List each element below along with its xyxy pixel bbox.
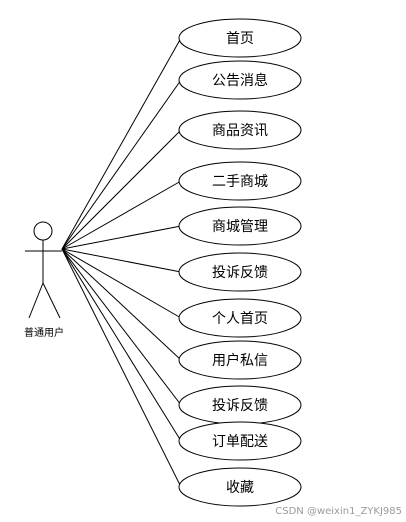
use-case: 首页 <box>178 18 302 58</box>
use-case-label: 收藏 <box>226 480 254 496</box>
use-case-ellipse <box>178 110 302 150</box>
use-case: 个人首页 <box>178 298 302 338</box>
use-case-ellipse <box>178 421 302 461</box>
actor-head <box>33 221 53 241</box>
use-case-label: 投诉反馈 <box>212 398 268 414</box>
association-line <box>61 129 182 250</box>
use-case-label: 公告消息 <box>212 72 268 89</box>
use-case-ellipse <box>178 60 302 100</box>
use-case-label: 商城管理 <box>212 219 268 235</box>
use-case: 商城管理 <box>178 206 302 246</box>
association-line <box>61 180 182 250</box>
use-case: 收藏 <box>178 467 302 507</box>
use-case-label: 个人首页 <box>212 311 268 327</box>
use-case-ellipse <box>178 467 302 507</box>
association-lines <box>61 37 182 488</box>
association-line <box>61 248 182 319</box>
actor-right-leg <box>42 282 61 319</box>
association-line <box>61 225 182 250</box>
association-line <box>61 248 182 361</box>
association-line <box>61 248 182 273</box>
use-case: 用户私信 <box>178 340 302 380</box>
use-case-ellipse <box>178 161 302 201</box>
association-line <box>61 37 182 250</box>
use-case-ellipse <box>178 298 302 338</box>
use-case-ellipse <box>178 18 302 58</box>
use-case-ellipse <box>178 252 302 292</box>
use-case-label: 订单配送 <box>212 434 268 450</box>
use-case: 投诉反馈 <box>178 252 302 292</box>
use-case-label: 二手商城 <box>212 174 268 190</box>
use-case: 投诉反馈 <box>178 385 302 425</box>
use-case-label: 投诉反馈 <box>212 265 268 281</box>
use-case: 订单配送 <box>178 421 302 461</box>
use-case-label: 首页 <box>226 31 254 47</box>
association-line <box>61 248 182 442</box>
use-case-ellipse <box>178 206 302 246</box>
actor: 普通用户 <box>24 221 64 339</box>
actor-label: 普通用户 <box>24 326 64 339</box>
use-case: 商品资讯 <box>178 110 302 150</box>
association-line <box>61 248 182 406</box>
use-case: 二手商城 <box>178 161 302 201</box>
watermark: CSDN @weixin1_ZYKJ985 <box>275 506 402 517</box>
association-line <box>61 248 182 488</box>
actor-left-leg <box>28 282 44 319</box>
association-line <box>61 79 182 250</box>
use-case-ellipse <box>178 340 302 380</box>
use-case-label: 用户私信 <box>212 352 268 369</box>
use-case: 公告消息 <box>178 60 302 100</box>
use-case-label: 商品资讯 <box>212 123 268 139</box>
